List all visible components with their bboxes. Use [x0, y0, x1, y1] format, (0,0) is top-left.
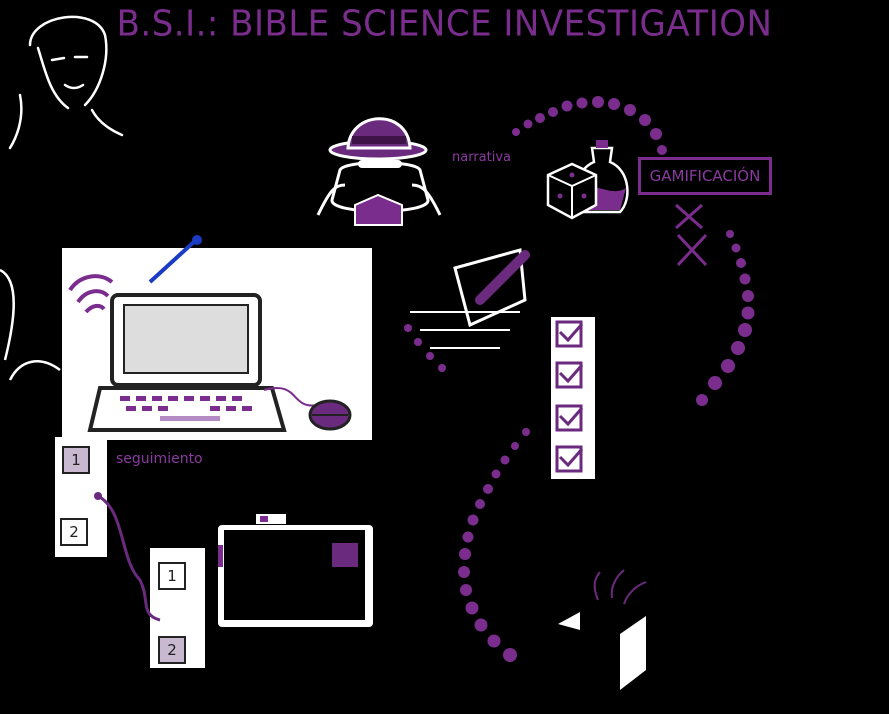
checklist-icon [551, 317, 595, 479]
wifi-icon [148, 235, 202, 284]
pen-icon [404, 248, 530, 372]
hand-sketch [0, 268, 347, 381]
dice-icon [546, 162, 598, 220]
tablet-step-box-2: 2 [158, 636, 186, 664]
narrativa-label: narrativa [452, 150, 512, 165]
laptop-icon [62, 248, 372, 440]
page-title: B.S.I.: BIBLE SCIENCE INVESTIGATION [116, 3, 773, 45]
person-icon [8, 15, 124, 150]
tablet-icon [218, 514, 373, 627]
mouse-icon [308, 399, 352, 431]
seguimiento-label: seguimiento [116, 451, 203, 467]
step-box-2: 2 [60, 518, 88, 546]
dotted-path [458, 96, 755, 662]
connector-line [97, 494, 161, 622]
book-icon [558, 569, 647, 690]
step-box-1: 1 [62, 446, 90, 474]
cross-marks [675, 203, 708, 267]
tablet-step-box-1: 1 [158, 562, 186, 590]
detective-icon [316, 117, 442, 226]
gamificacion-box: GAMIFICACIÓN [638, 157, 772, 195]
